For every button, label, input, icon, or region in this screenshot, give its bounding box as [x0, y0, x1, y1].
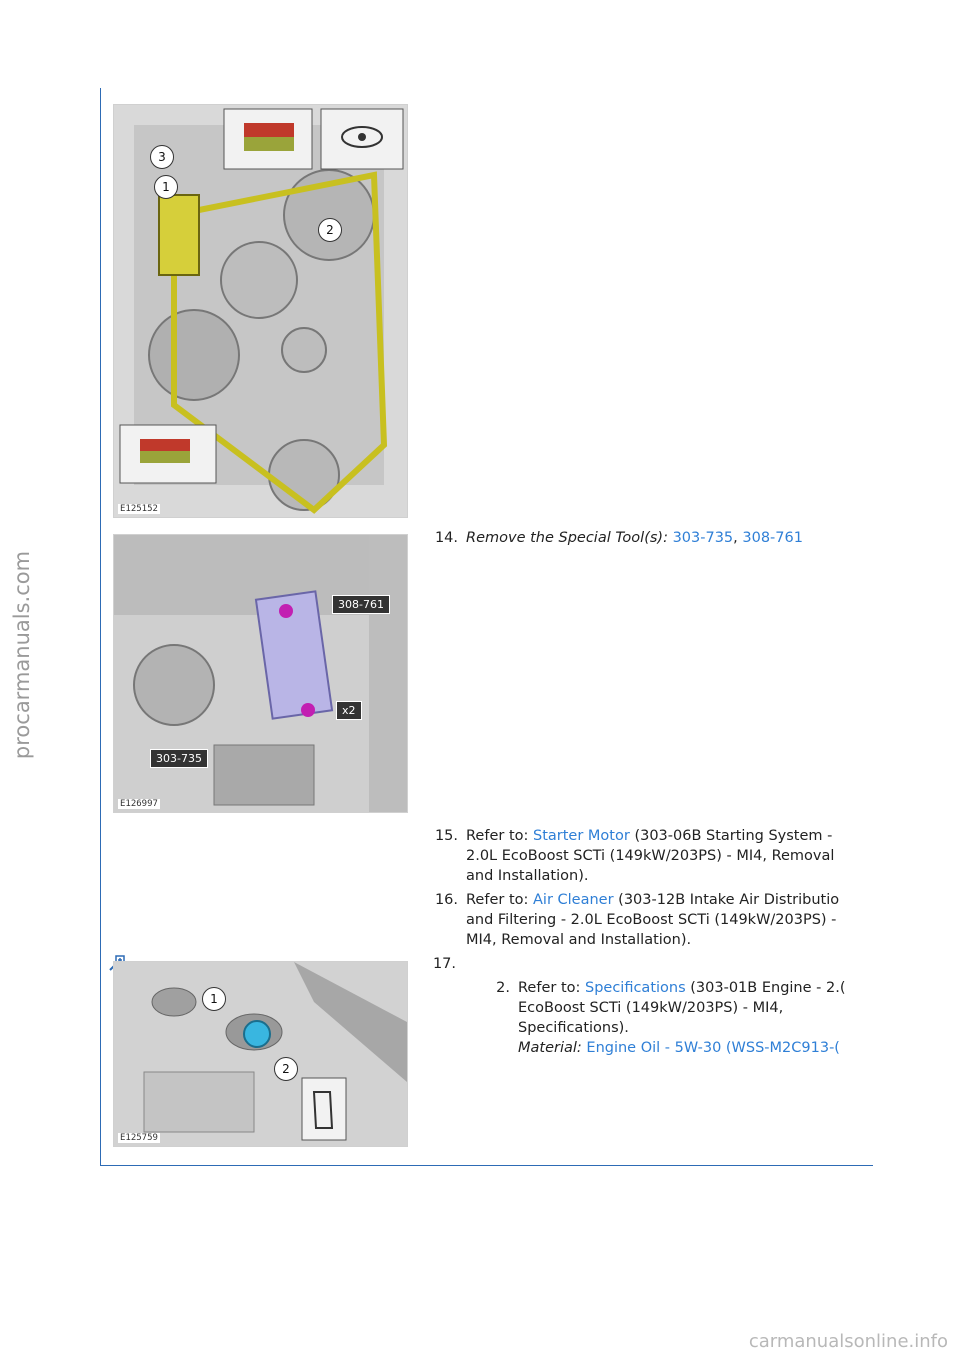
substep-number: 2.: [496, 980, 510, 996]
figure-id: E126997: [118, 799, 160, 809]
air-cleaner-link[interactable]: Air Cleaner: [533, 892, 614, 908]
step-number: 15.: [434, 828, 458, 844]
step-number: 14.: [434, 530, 458, 546]
label-x2: x2: [336, 701, 362, 720]
figure-oil-filler: 1 2 E125759: [113, 961, 408, 1147]
tools-illustration: [114, 535, 407, 812]
step-17: 17. 2. Refer to: Specifications (303-01B…: [426, 954, 872, 1064]
callout-1: 1: [202, 987, 226, 1011]
margin-rule: [100, 88, 101, 1166]
callout-2: 2: [274, 1057, 298, 1081]
step-15: 15. Refer to: Starter Motor (303-06B Sta…: [426, 826, 872, 890]
step-instruction: Remove the Special Tool(s):: [466, 530, 668, 546]
step-16: 16. Refer to: Air Cleaner (303-12B Intak…: [426, 890, 872, 954]
label-303-735: 303-735: [150, 749, 208, 768]
bottom-watermark: carmanualsonline.info: [748, 1331, 948, 1352]
specifications-link[interactable]: Specifications: [585, 980, 686, 996]
label-308-761: 308-761: [332, 595, 390, 614]
starter-motor-link[interactable]: Starter Motor: [533, 828, 630, 844]
callout-1: 1: [154, 175, 178, 199]
figure-id: E125759: [118, 1133, 160, 1143]
tool-link-308-761[interactable]: 308-761: [742, 530, 803, 546]
figure-special-tools: 308-761 x2 303-735 E126997: [113, 534, 408, 813]
callout-2: 2: [318, 218, 342, 242]
tool-link-303-735[interactable]: 303-735: [672, 530, 734, 546]
side-watermark: procarmanuals.com: [10, 550, 34, 760]
belt-illustration: [114, 105, 407, 517]
callout-3: 3: [150, 145, 174, 169]
bottom-rule: [100, 1165, 873, 1166]
figure-accessory-belt: 3 1 2 E125152: [113, 104, 408, 518]
material-label: Material:: [518, 1040, 582, 1056]
engine-oil-link[interactable]: Engine Oil - 5W-30 (WSS-M2C913-(: [586, 1040, 840, 1056]
oil-filler-illustration: [114, 962, 407, 1146]
step-number: 16.: [434, 892, 458, 908]
figure-id: E125152: [118, 504, 160, 514]
step-14: 14. Remove the Special Tool(s): 303-735,…: [426, 528, 866, 550]
step-number: 17.: [432, 956, 456, 972]
